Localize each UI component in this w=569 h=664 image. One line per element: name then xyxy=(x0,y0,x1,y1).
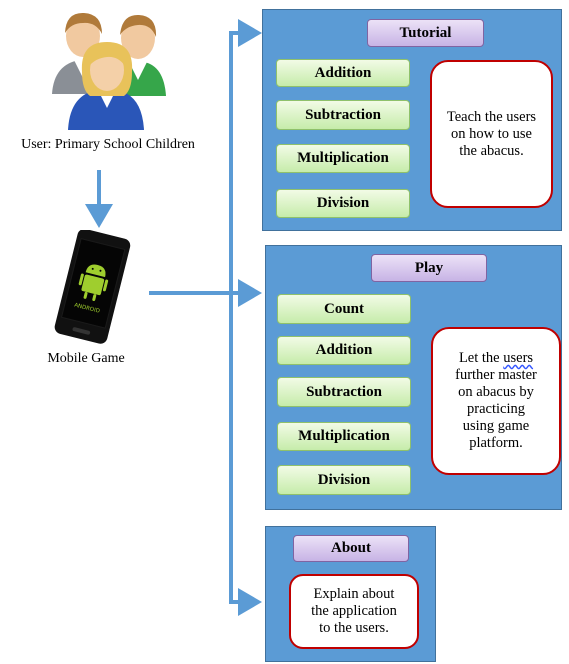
play-item-multiplication: Multiplication xyxy=(277,422,411,451)
tutorial-note: Teach the users on how to use the abacus… xyxy=(430,60,553,208)
play-item-count: Count xyxy=(277,294,411,324)
tutorial-item-subtraction: Subtraction xyxy=(276,100,410,130)
about-note: Explain about the application to the use… xyxy=(289,574,419,649)
tutorial-item-division: Division xyxy=(276,189,410,218)
android-phone-icon: ANDROID xyxy=(54,230,131,344)
play-note: Let the users further master on abacus b… xyxy=(431,327,561,475)
about-title: About xyxy=(293,535,409,562)
play-item-division: Division xyxy=(277,465,411,495)
device-label: Mobile Game xyxy=(47,351,125,366)
play-note-pre: Let the xyxy=(458,350,504,366)
tutorial-item-addition: Addition xyxy=(276,59,410,87)
play-item-subtraction: Subtraction xyxy=(277,377,411,407)
tutorial-item-multiplication: Multiplication xyxy=(276,144,410,173)
user-group-icon xyxy=(52,12,166,130)
play-title: Play xyxy=(371,254,487,282)
play-item-addition: Addition xyxy=(277,336,411,365)
play-note-flagged-word: users xyxy=(503,350,534,366)
play-note-post: further master on abacus by practicing u… xyxy=(455,367,537,451)
tutorial-title: Tutorial xyxy=(367,19,484,47)
user-label: User: Primary School Children xyxy=(21,137,195,152)
